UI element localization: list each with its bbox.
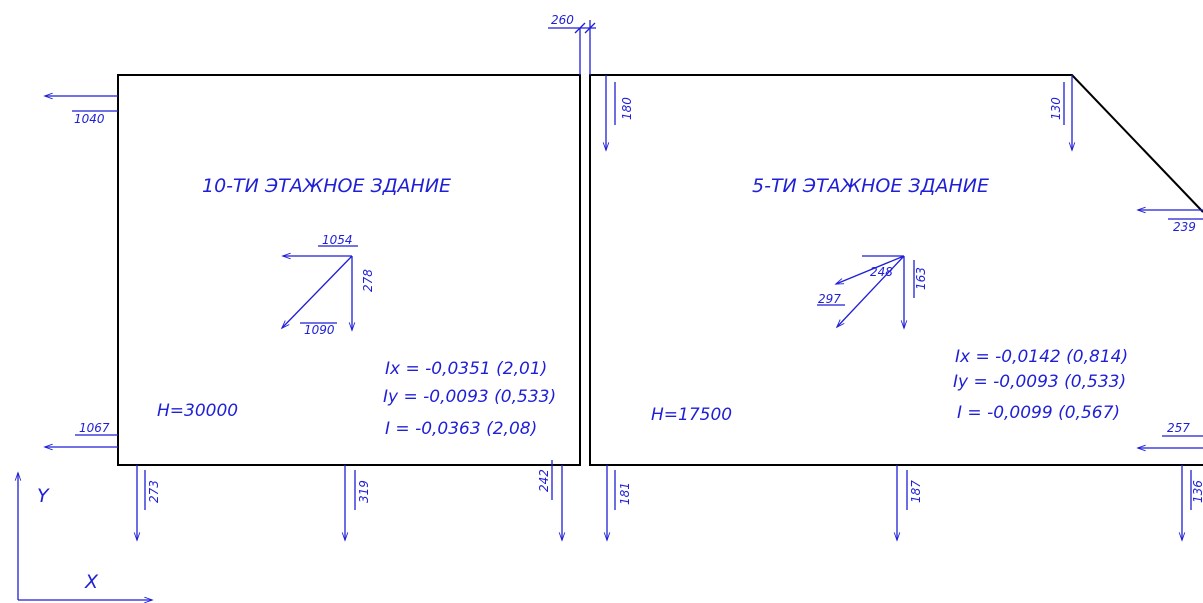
load-label-left-top: 1040 (74, 112, 105, 126)
load-label-right-top-left: 180 (620, 97, 634, 120)
load-label-right-lower: 257 (1167, 421, 1190, 435)
center-arrow-left-diag (280, 255, 353, 330)
load-label-left-bottom-3: 242 (537, 469, 551, 492)
building-left-outline (117, 74, 581, 466)
load-label-right-bottom-1: 181 (618, 482, 632, 505)
gap-dimension-label: 260 (551, 13, 574, 27)
building-right-result-i: I = -0,0099 (0,567) (957, 403, 1120, 423)
center-arrow-right-x (834, 255, 905, 285)
x-axis-label: X (84, 571, 99, 593)
building-right-result-iy: Iy = -0,0093 (0,533) (953, 372, 1126, 392)
load-label-right-bottom-2: 187 (909, 480, 923, 503)
building-right-result-ix: Ix = -0,0142 (0,814) (955, 347, 1128, 367)
building-left-result-iy: Iy = -0,0093 (0,533) (383, 387, 556, 407)
center-arrow-right-diag (835, 255, 905, 329)
load-label-right-bottom-3: 136 (1191, 480, 1203, 503)
center-label-right-y: 163 (914, 267, 928, 290)
load-label-left-bottom: 1067 (79, 421, 110, 435)
load-label-left-bottom-1: 273 (147, 480, 161, 503)
gap-dimension: 260 (548, 13, 596, 75)
building-right-title: 5-ТИ ЭТАЖНОЕ ЗДАНИЕ (752, 175, 989, 197)
y-axis-label: Y (37, 485, 50, 507)
load-label-right-top-right: 130 (1049, 97, 1063, 120)
center-label-left-x: 1054 (322, 233, 353, 247)
load-label-left-bottom-2: 319 (357, 480, 371, 503)
load-label-right-upper: 239 (1173, 220, 1196, 234)
building-left-height: H=30000 (157, 401, 238, 421)
building-left: 1040 1067 10-ТИ ЭТАЖНОЕ ЗДАНИЕ 1054 278 … (43, 92, 566, 542)
building-right-height: H=17500 (651, 405, 732, 425)
coordinate-axes: Y X (14, 471, 154, 603)
building-left-result-ix: Ix = -0,0351 (2,01) (385, 359, 547, 379)
center-label-left-diag: 1090 (304, 323, 335, 337)
center-label-right-diag: 297 (818, 292, 841, 306)
center-label-right-x: 248 (870, 265, 893, 279)
building-left-result-i: I = -0,0363 (2,08) (385, 419, 537, 439)
center-label-left-y: 278 (361, 269, 375, 292)
building-right: 180 130 239 257 5-ТИ ЭТАЖНОЕ ЗДАНИЕ 248 … (602, 75, 1203, 542)
building-left-title: 10-ТИ ЭТАЖНОЕ ЗДАНИЕ (202, 175, 451, 197)
